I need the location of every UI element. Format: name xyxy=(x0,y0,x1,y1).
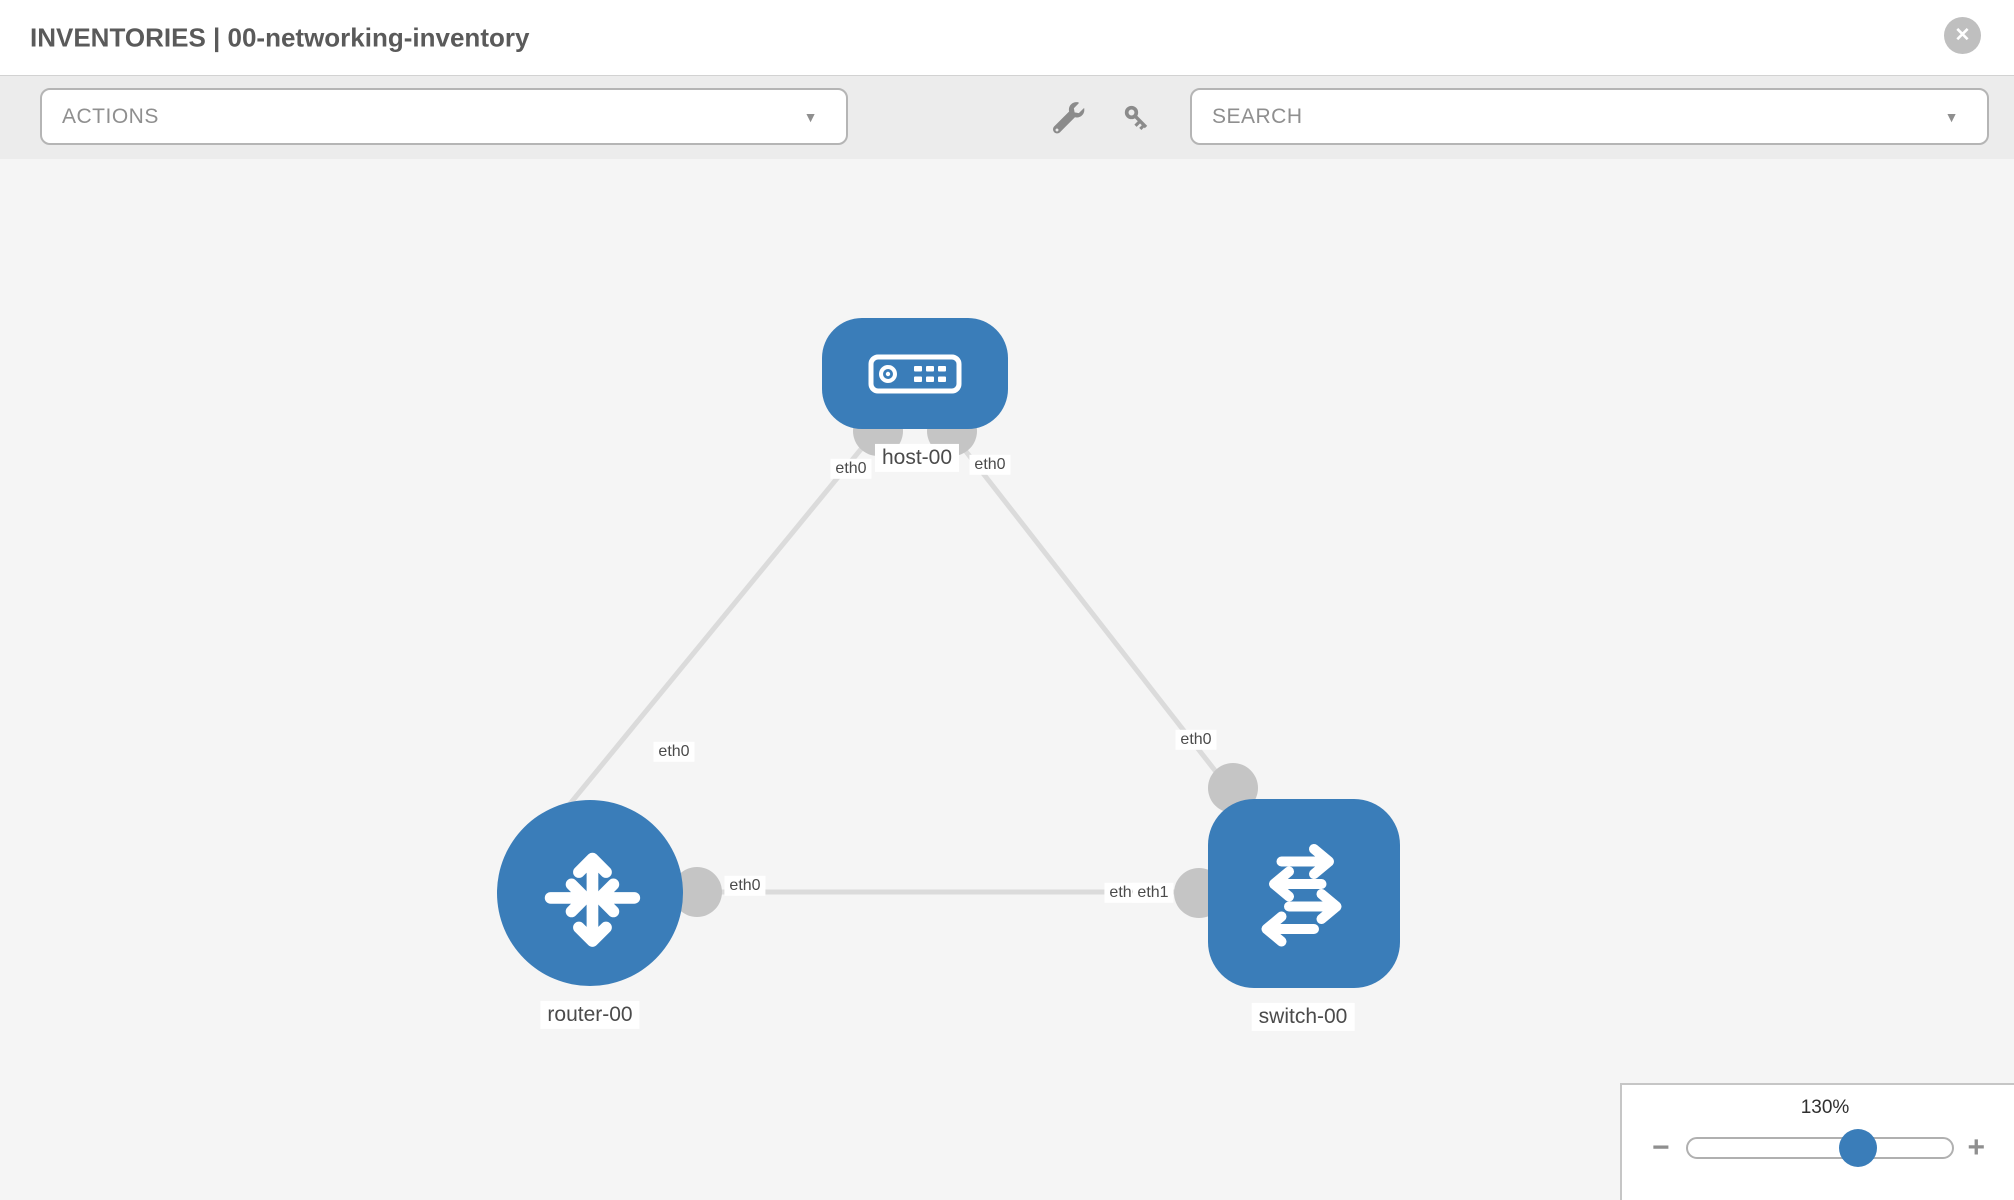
node-label-switch-00: switch-00 xyxy=(1251,1002,1355,1032)
close-button[interactable]: ✕ xyxy=(1944,17,1981,54)
chevron-down-icon: ▼ xyxy=(803,108,818,125)
header: INVENTORIES | 00-networking-inventory ✕ xyxy=(0,0,2014,75)
link-host-router xyxy=(558,424,882,818)
node-host-00[interactable] xyxy=(822,318,1008,429)
topology-canvas[interactable]: eth0 eth0 host-00 eth0 eth0 eth0 eth0 et… xyxy=(0,159,2014,1200)
switch-icon xyxy=(1261,843,1342,946)
links-layer xyxy=(558,406,1300,918)
host-icon xyxy=(868,354,962,393)
chevron-down-icon: ▼ xyxy=(1944,108,1959,125)
router-icon xyxy=(544,852,641,947)
wrench-icon[interactable] xyxy=(1052,101,1086,135)
link-host-switch xyxy=(948,429,1247,811)
interface-label: eth0 xyxy=(969,454,1011,476)
interface-label: eth0 xyxy=(830,458,872,480)
node-label-host-00: host-00 xyxy=(874,443,960,473)
zoom-in-button[interactable]: + xyxy=(1967,1131,1986,1164)
search-dropdown[interactable]: SEARCH ▼ xyxy=(1190,88,1989,145)
close-icon: ✕ xyxy=(1954,25,1971,46)
zoom-panel: 130% − + xyxy=(1620,1083,2014,1200)
actions-dropdown-label: ACTIONS xyxy=(62,104,159,128)
node-label-router-00: router-00 xyxy=(540,1000,640,1030)
interface-label: eth0 xyxy=(653,741,695,763)
node-router-00[interactable] xyxy=(497,800,683,986)
toolbar-tools xyxy=(1052,76,1154,159)
zoom-slider[interactable] xyxy=(1685,1129,1954,1167)
search-dropdown-label: SEARCH xyxy=(1212,104,1303,128)
key-icon[interactable] xyxy=(1120,101,1154,135)
zoom-out-button[interactable]: − xyxy=(1652,1131,1670,1164)
actions-dropdown[interactable]: ACTIONS ▼ xyxy=(40,88,848,145)
interface-label: eth0 xyxy=(724,875,766,897)
toolbar: ACTIONS ▼ SEARCH xyxy=(0,75,2014,160)
interface-label: eth0 xyxy=(1175,729,1217,751)
zoom-slider-handle[interactable] xyxy=(1838,1129,1877,1167)
zoom-slider-row: − + xyxy=(1622,1129,2014,1167)
interface-label: eth1 xyxy=(1132,882,1174,904)
zoom-level: 130% xyxy=(1800,1097,1850,1118)
node-switch-00[interactable] xyxy=(1208,799,1400,988)
page-title: INVENTORIES | 00-networking-inventory xyxy=(30,22,530,52)
endpoint-dot xyxy=(672,867,722,917)
